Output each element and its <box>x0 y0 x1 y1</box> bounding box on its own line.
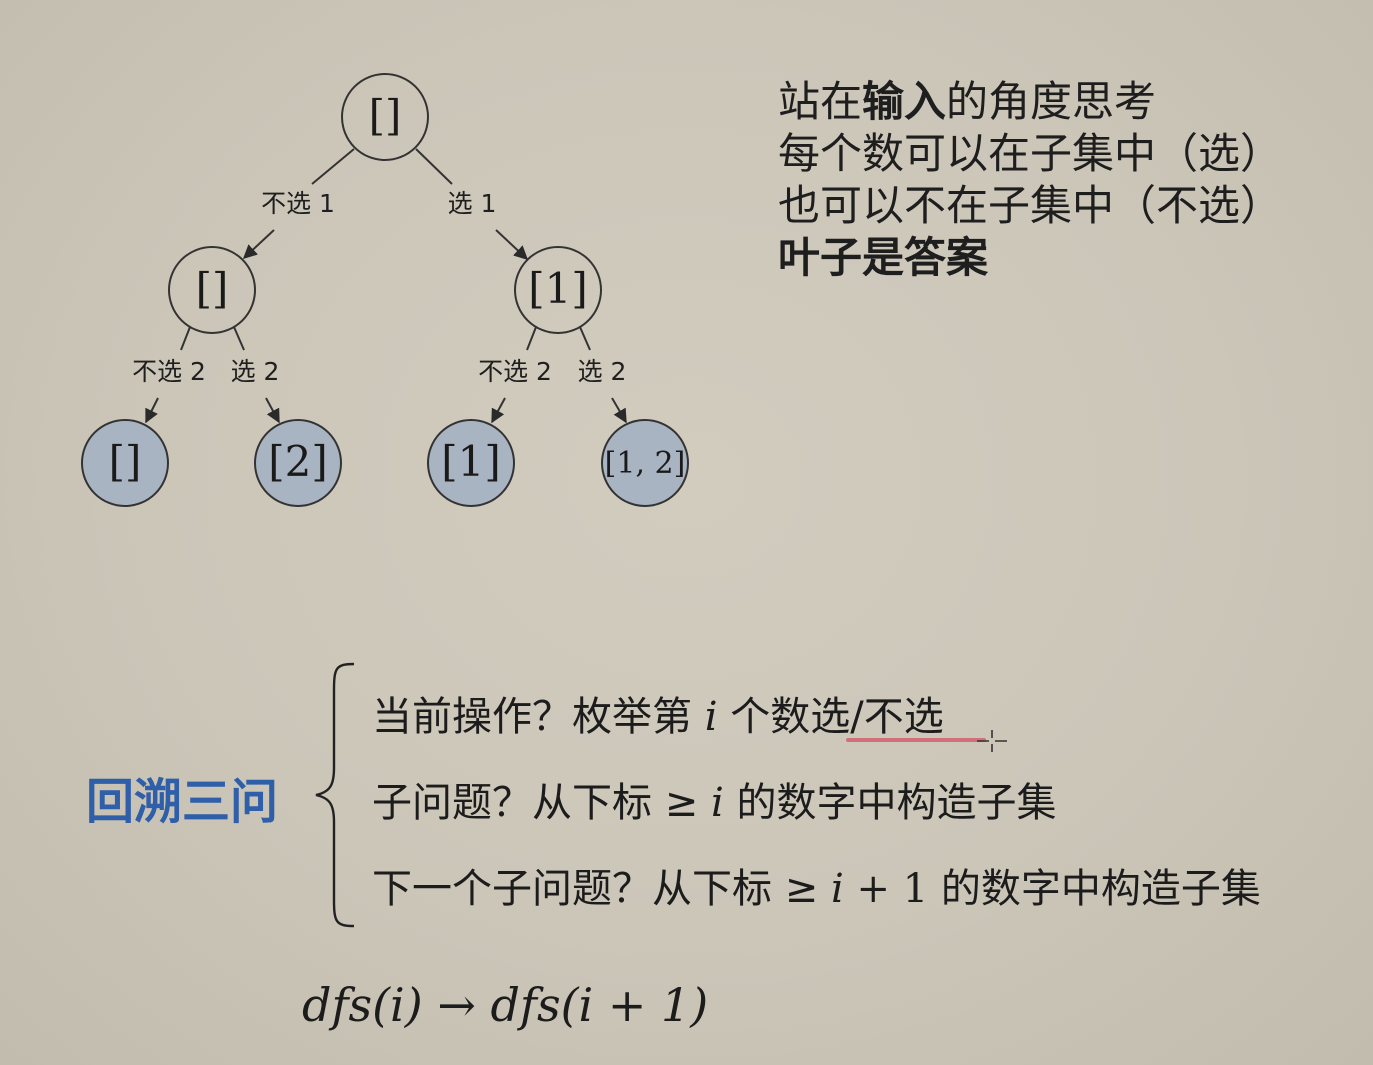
tree-edge-arrow <box>242 229 275 259</box>
note-line-2: 每个数可以在子集中（选） <box>778 129 1283 178</box>
tree-edge-line <box>180 326 191 351</box>
tree-node-label: [1] <box>528 264 588 313</box>
question-1-pre: 当前操作？枚举第 <box>372 694 692 740</box>
recursion-tree: 不选 1 选 1 不选 2 选 2 不选 2 选 2 [] [] [1] [] [2] [1] [1,… <box>81 73 689 507</box>
backtrack-title: 回溯三问 <box>86 774 279 830</box>
question-3-post: 的数字中构造子集 <box>940 866 1261 912</box>
tree-edge-label: 不选 2 <box>132 357 206 386</box>
tree-edge-label: 不选 1 <box>261 189 335 218</box>
tree-leaf-node <box>427 419 515 507</box>
tree-node-label: [2] <box>268 437 328 486</box>
tree-edge-arrow <box>265 397 280 424</box>
crosshair-cursor-icon <box>977 730 1007 752</box>
tree-leaf-node <box>254 419 342 507</box>
note-line-1-pre: 站在 <box>778 77 863 126</box>
tree-edge-line <box>579 326 591 351</box>
tree-leaf-node <box>81 419 169 507</box>
tree-edge-line <box>526 326 537 351</box>
question-2-post: 的数字中构造子集 <box>736 780 1057 826</box>
tree-node-label: [] <box>369 91 402 140</box>
tree-node <box>514 246 602 334</box>
formula-arrow: → <box>437 978 476 1032</box>
note-line-1-post: 的角度思考 <box>946 77 1157 126</box>
tree-edge-label: 选 2 <box>231 357 280 386</box>
tree-node-label: [1] <box>441 437 501 486</box>
tree-edge-arrow <box>495 229 529 260</box>
curly-brace <box>315 662 355 928</box>
formula-arg-2: (i + 1) <box>560 978 709 1032</box>
question-1-post: 个数选/不选 <box>730 694 944 740</box>
formula-arg-1: (i) <box>372 978 423 1032</box>
tree-edge-arrow <box>611 397 627 424</box>
tree-edge-label: 不选 2 <box>478 357 552 386</box>
tree-edge-line <box>233 326 245 351</box>
note-line-4: 叶子是答案 <box>778 232 1282 284</box>
question-3-var: i <box>830 866 844 912</box>
recurrence-formula: dfs(i) → dfs(i + 1) <box>302 978 708 1032</box>
question-3-pre: 下一个子问题？从下标 ≥ <box>372 866 819 912</box>
note-line-1-bold: 输入 <box>862 77 947 126</box>
question-2-var: i <box>710 780 724 826</box>
question-1-var: i <box>704 694 718 740</box>
explanation-notes: 站在输入的角度思考 每个数可以在子集中（选） 也可以不在子集中（不选） 叶子是答… <box>778 76 1282 284</box>
question-2: 子问题？从下标 ≥ i 的数字中构造子集 <box>372 770 1056 828</box>
formula-func-2: dfs <box>490 978 561 1032</box>
question-3-mid: + 1 <box>856 866 929 912</box>
tree-node <box>168 246 256 334</box>
tree-edge-line <box>415 148 453 185</box>
tree-node-label: [] <box>196 264 229 313</box>
tree-edge-label: 选 1 <box>448 189 497 218</box>
tree-edge-line <box>311 148 355 185</box>
question-1: 当前操作？枚举第 i 个数选/不选 <box>372 684 944 742</box>
note-line-4-bold: 叶子是答案 <box>778 233 989 282</box>
tree-node-label: [1, 2] <box>605 446 686 481</box>
tree-node-label: [] <box>109 437 142 486</box>
tree-node <box>341 73 429 161</box>
highlight-underline <box>846 738 986 742</box>
tree-edge-arrow <box>491 397 506 424</box>
question-3: 下一个子问题？从下标 ≥ i + 1 的数字中构造子集 <box>372 856 1261 914</box>
note-line-1: 站在输入的角度思考 <box>778 76 1282 128</box>
tree-leaf-node <box>601 419 689 507</box>
tree-edge-arrow <box>145 397 159 424</box>
note-line-3: 也可以不在子集中（不选） <box>778 181 1283 230</box>
formula-func-1: dfs <box>302 978 373 1032</box>
question-2-pre: 子问题？从下标 ≥ <box>372 780 699 826</box>
tree-edge-label: 选 2 <box>578 357 627 386</box>
